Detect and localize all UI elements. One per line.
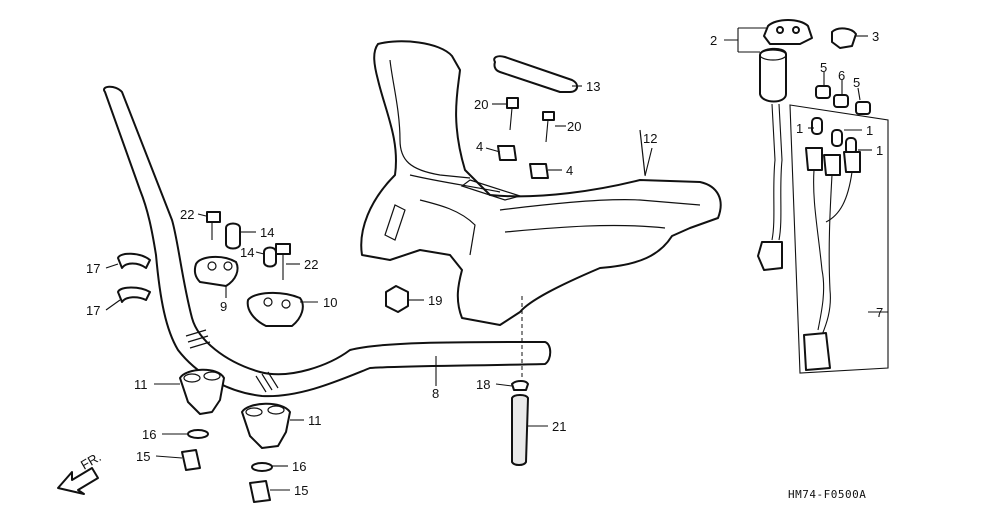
callout-22a: 22 bbox=[180, 207, 194, 222]
handlebar-tube bbox=[103, 85, 552, 398]
callout-1a: 1 bbox=[796, 121, 803, 136]
diagram-code: HM74-F0500A bbox=[788, 488, 866, 501]
callout-4a: 4 bbox=[476, 139, 483, 154]
callout-8: 8 bbox=[432, 386, 439, 401]
callout-10: 10 bbox=[323, 295, 337, 310]
callout-12: 12 bbox=[643, 131, 657, 146]
callout-14a: 14 bbox=[260, 225, 274, 240]
callout-15b: 15 bbox=[294, 483, 308, 498]
callout-22b: 22 bbox=[304, 257, 318, 272]
callout-1c: 1 bbox=[876, 143, 883, 158]
callout-4b: 4 bbox=[566, 163, 573, 178]
callout-9: 9 bbox=[220, 299, 227, 314]
callout-18: 18 bbox=[476, 377, 490, 392]
switch-assembly bbox=[757, 19, 857, 271]
callout-7: 7 bbox=[876, 305, 883, 320]
callout-15a: 15 bbox=[136, 449, 150, 464]
callout-20b: 20 bbox=[567, 119, 581, 134]
callout-16b: 16 bbox=[292, 459, 306, 474]
clamp-parts bbox=[117, 211, 304, 327]
cover-fasteners bbox=[497, 97, 555, 179]
trim-strip bbox=[493, 55, 578, 93]
front-direction-arrow: FR. bbox=[57, 449, 104, 495]
handlebar-cover bbox=[360, 40, 722, 326]
callout-19: 19 bbox=[428, 293, 442, 308]
callout-1b: 1 bbox=[866, 123, 873, 138]
direction-label: FR. bbox=[78, 449, 104, 472]
callout-5a: 5 bbox=[820, 60, 827, 75]
upper-holders bbox=[179, 368, 291, 449]
callout-16a: 16 bbox=[142, 427, 156, 442]
callout-17a: 17 bbox=[86, 261, 100, 276]
callout-2: 2 bbox=[710, 33, 717, 48]
band bbox=[511, 380, 529, 391]
callout-11a: 11 bbox=[134, 377, 148, 392]
callout-17b: 17 bbox=[86, 303, 100, 318]
callout-6: 6 bbox=[838, 68, 845, 83]
callout-13: 13 bbox=[586, 79, 600, 94]
pipe bbox=[511, 394, 529, 466]
callout-3: 3 bbox=[872, 29, 879, 44]
callout-5b: 5 bbox=[853, 75, 860, 90]
bulbs-sockets bbox=[803, 85, 871, 371]
callout-21: 21 bbox=[552, 419, 566, 434]
washers-nuts bbox=[181, 429, 273, 503]
leader-lines bbox=[105, 27, 888, 491]
group-bracket bbox=[789, 104, 889, 374]
callouts: 2 3 13 20 20 4 4 12 5 6 5 1 1 1 7 22 14 … bbox=[86, 29, 883, 498]
callout-14b: 14 bbox=[240, 245, 254, 260]
callout-11b: 11 bbox=[308, 413, 322, 428]
grip-bands bbox=[185, 329, 279, 393]
clip bbox=[385, 285, 409, 313]
callout-20a: 20 bbox=[474, 97, 488, 112]
